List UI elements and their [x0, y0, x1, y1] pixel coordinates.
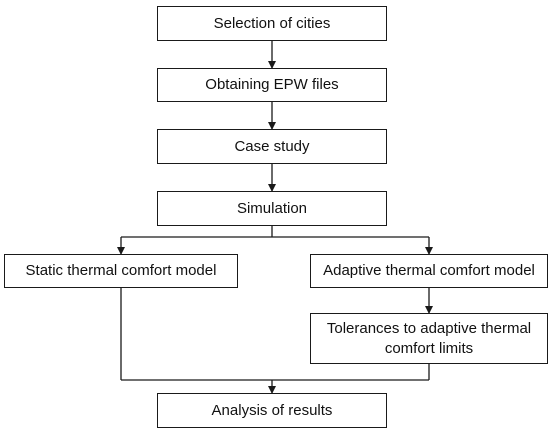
- step-label: Simulation: [236, 199, 308, 217]
- step-simulation: Simulation: [157, 191, 387, 226]
- step-label: Selection of cities: [213, 14, 331, 32]
- step-label: Obtaining EPW files: [205, 76, 339, 93]
- step-label: Adaptive thermal comfort model: [323, 262, 535, 279]
- step-label: Static thermal comfort model: [25, 262, 217, 279]
- step-case-study: Case study: [157, 129, 387, 164]
- step-static-thermal-comfort-model: Static thermal comfort model: [4, 254, 238, 288]
- step-adaptive-thermal-comfort-model: Adaptive thermal comfort model: [310, 254, 548, 288]
- step-label: Analysis of results: [211, 401, 333, 419]
- step-tolerances-to-adaptive-limits: Tolerances to adaptive thermal comfort l…: [310, 313, 548, 364]
- step-label: Tolerances to adaptive thermal comfort l…: [326, 319, 532, 357]
- step-obtaining-epw-files: Obtaining EPW files: [157, 68, 387, 102]
- step-label: Case study: [234, 137, 310, 155]
- step-selection-of-cities: Selection of cities: [157, 6, 387, 41]
- step-analysis-of-results: Analysis of results: [157, 393, 387, 428]
